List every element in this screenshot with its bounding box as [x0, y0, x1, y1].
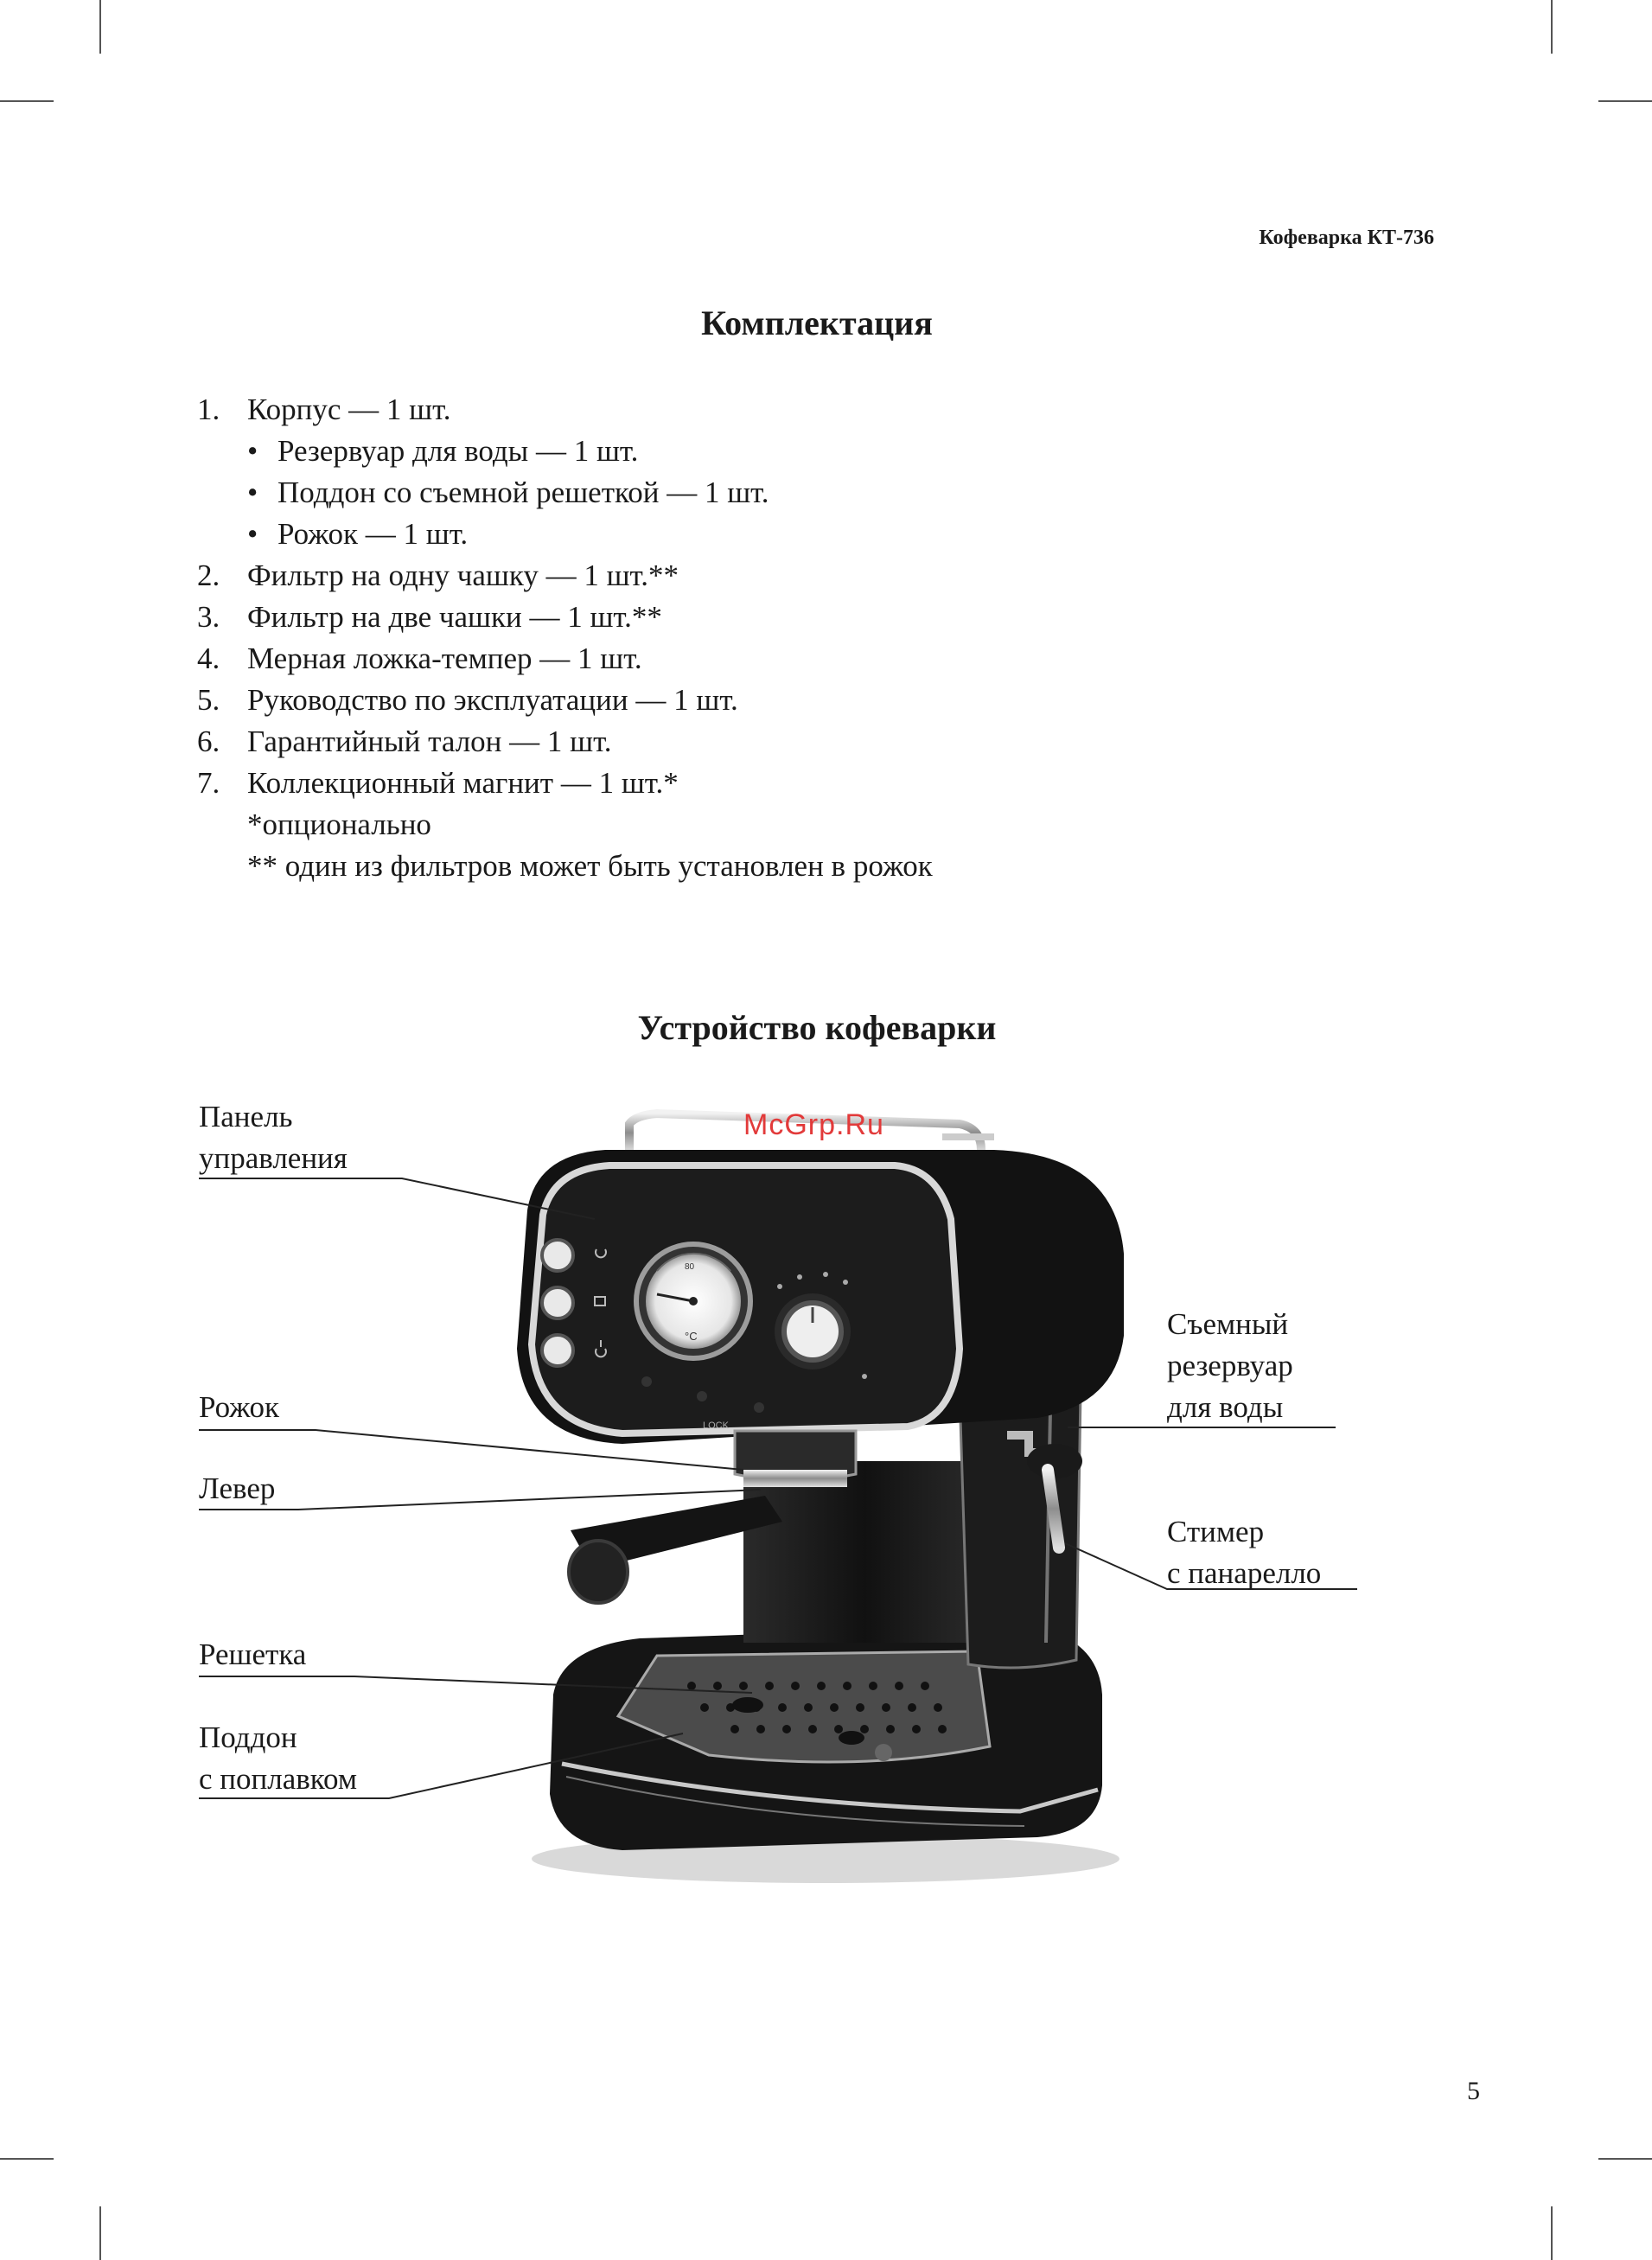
lock-label: LOCK	[703, 1420, 730, 1431]
crop-mark	[1551, 2206, 1553, 2260]
page-number: 5	[1467, 2077, 1480, 2105]
drip-tray-grid	[616, 1650, 992, 1764]
gauge-tick-label: 80	[685, 1262, 695, 1272]
selector-knob	[775, 1272, 867, 1379]
cup-rail	[625, 1108, 994, 1152]
label-holder: Рожок	[199, 1390, 280, 1424]
device-heading: Устройство кофеварки	[637, 1008, 997, 1047]
label-tank-line1: Съемный	[1167, 1307, 1289, 1341]
leader-steamer	[1064, 1542, 1357, 1590]
crop-mark	[1551, 0, 1553, 54]
leader-holder	[199, 1429, 744, 1471]
crop-mark	[99, 0, 101, 54]
gauge-unit-label: °C	[685, 1330, 698, 1343]
indicator-lights: LOCK	[641, 1376, 764, 1431]
label-panel-line1: Панель	[199, 1100, 293, 1133]
leader-grid	[199, 1676, 753, 1694]
crop-mark	[99, 2206, 101, 2260]
crop-mark	[0, 2158, 54, 2160]
label-tank-line2: резервуар	[1167, 1349, 1293, 1382]
label-steamer-line2: с панарелло	[1167, 1556, 1322, 1590]
leader-lines	[199, 1178, 1357, 1799]
control-buttons	[540, 1238, 607, 1368]
watermark: McGrp.Ru	[743, 1108, 884, 1141]
machine-column	[743, 1461, 985, 1643]
leader-panel	[199, 1178, 596, 1220]
label-tank-line3: для воды	[1167, 1390, 1284, 1424]
label-tray-line1: Поддон	[199, 1721, 297, 1754]
crop-mark	[1598, 2158, 1652, 2160]
temperature-gauge: 80 °C	[634, 1242, 753, 1361]
running-header: Кофеварка КТ-736	[1259, 227, 1434, 249]
leader-lever	[199, 1489, 762, 1510]
crop-mark	[0, 100, 54, 102]
label-grid: Решетка	[199, 1638, 307, 1671]
steam-wand	[1007, 1431, 1082, 1554]
label-tray-line2: с поплавком	[199, 1762, 357, 1796]
contents-heading: Комплектация	[701, 303, 933, 342]
crop-mark	[1598, 100, 1652, 102]
label-lever: Левер	[199, 1472, 276, 1505]
portafilter	[567, 1429, 858, 1605]
leader-tray	[199, 1733, 684, 1799]
label-steamer-line1: Стимер	[1167, 1515, 1265, 1548]
label-panel-line2: управления	[199, 1141, 348, 1175]
